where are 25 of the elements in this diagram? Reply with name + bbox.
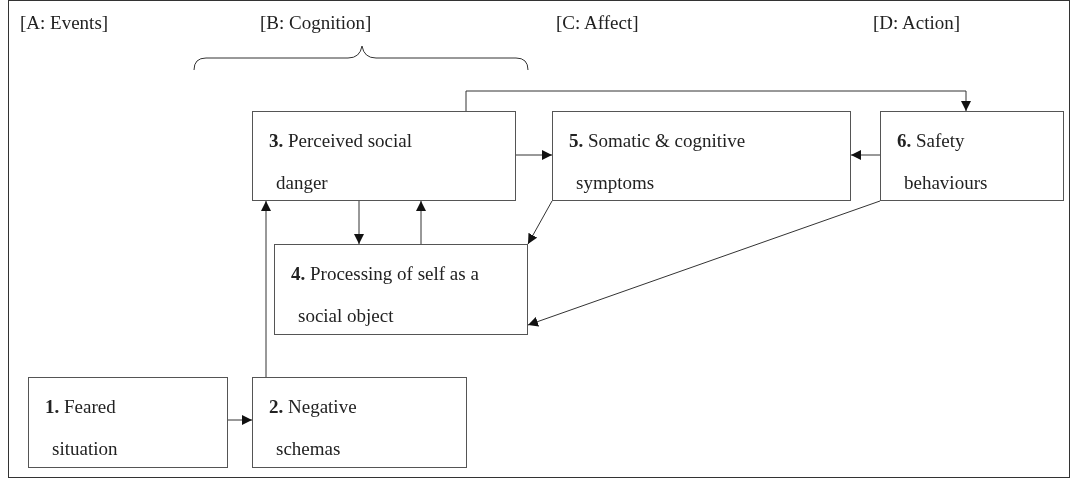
process-box [28, 377, 228, 468]
arrow [527, 200, 881, 327]
process-box [274, 244, 528, 335]
process-box [552, 111, 851, 201]
box-text: 3. Perceived social danger [269, 129, 413, 195]
box-text: 5. Somatic & cognitive symptoms [569, 129, 747, 195]
arrow [416, 200, 426, 245]
box-text: 1. Feared situation [45, 395, 119, 461]
column-heading: [B: Cognition] [260, 12, 372, 34]
arrow [465, 90, 971, 112]
box-text: 4. Processing of self as a social object [291, 262, 480, 328]
arrow [850, 150, 881, 160]
arrow [515, 150, 553, 160]
column-heading: [A: Events] [20, 12, 109, 34]
arrow [527, 200, 553, 245]
process-box [252, 377, 467, 468]
box-text: 2. Negative schemas [269, 395, 358, 461]
column-heading: [C: Affect] [556, 12, 639, 34]
box-text: 6. Safety behaviours [897, 129, 989, 195]
arrow [227, 415, 253, 425]
arrow [354, 200, 364, 245]
arrow [261, 200, 271, 378]
process-box [252, 111, 516, 201]
process-box [880, 111, 1064, 201]
column-heading: [D: Action] [873, 12, 961, 34]
